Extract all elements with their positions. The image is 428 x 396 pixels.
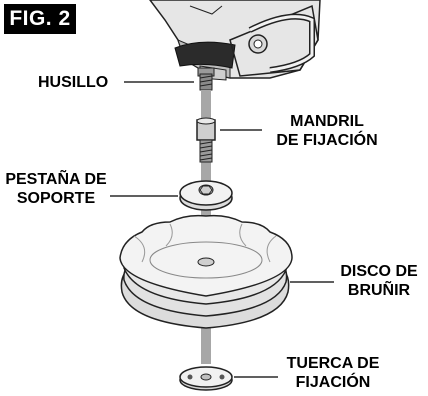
label-tuerca-line1: TUERCA DE: [286, 355, 380, 372]
label-pestana-de-soporte: PESTAÑA DE SOPORTE: [2, 170, 110, 208]
label-disco-line2: BRUÑIR: [347, 282, 411, 299]
label-mandril-de-fijacion: MANDRIL DE FIJACIÓN: [268, 112, 386, 150]
label-disco-line1: DISCO DE: [340, 263, 418, 280]
lock-nut: [179, 366, 233, 391]
label-mandril-line1: MANDRIL: [290, 113, 364, 130]
label-disco-de-brunir: DISCO DE BRUÑIR: [334, 262, 424, 300]
buffing-pad: [119, 214, 293, 329]
label-tuerca-line2: FIJACIÓN: [295, 374, 371, 391]
polisher-tool-illustration: [149, 0, 321, 81]
leader-lines: [110, 81, 334, 378]
label-husillo: HUSILLO: [38, 74, 109, 91]
label-mandril-line2: DE FIJACIÓN: [276, 132, 378, 149]
label-tuerca-de-fijacion: TUERCA DE FIJACIÓN: [278, 354, 388, 392]
spindle: [197, 67, 215, 91]
clamping-arbor: [196, 117, 216, 163]
figure-label: FIG. 2: [4, 4, 76, 34]
backing-flange: [179, 180, 233, 211]
label-pestana-line1: PESTAÑA DE: [5, 171, 107, 188]
label-pestana-line2: SOPORTE: [16, 190, 96, 207]
